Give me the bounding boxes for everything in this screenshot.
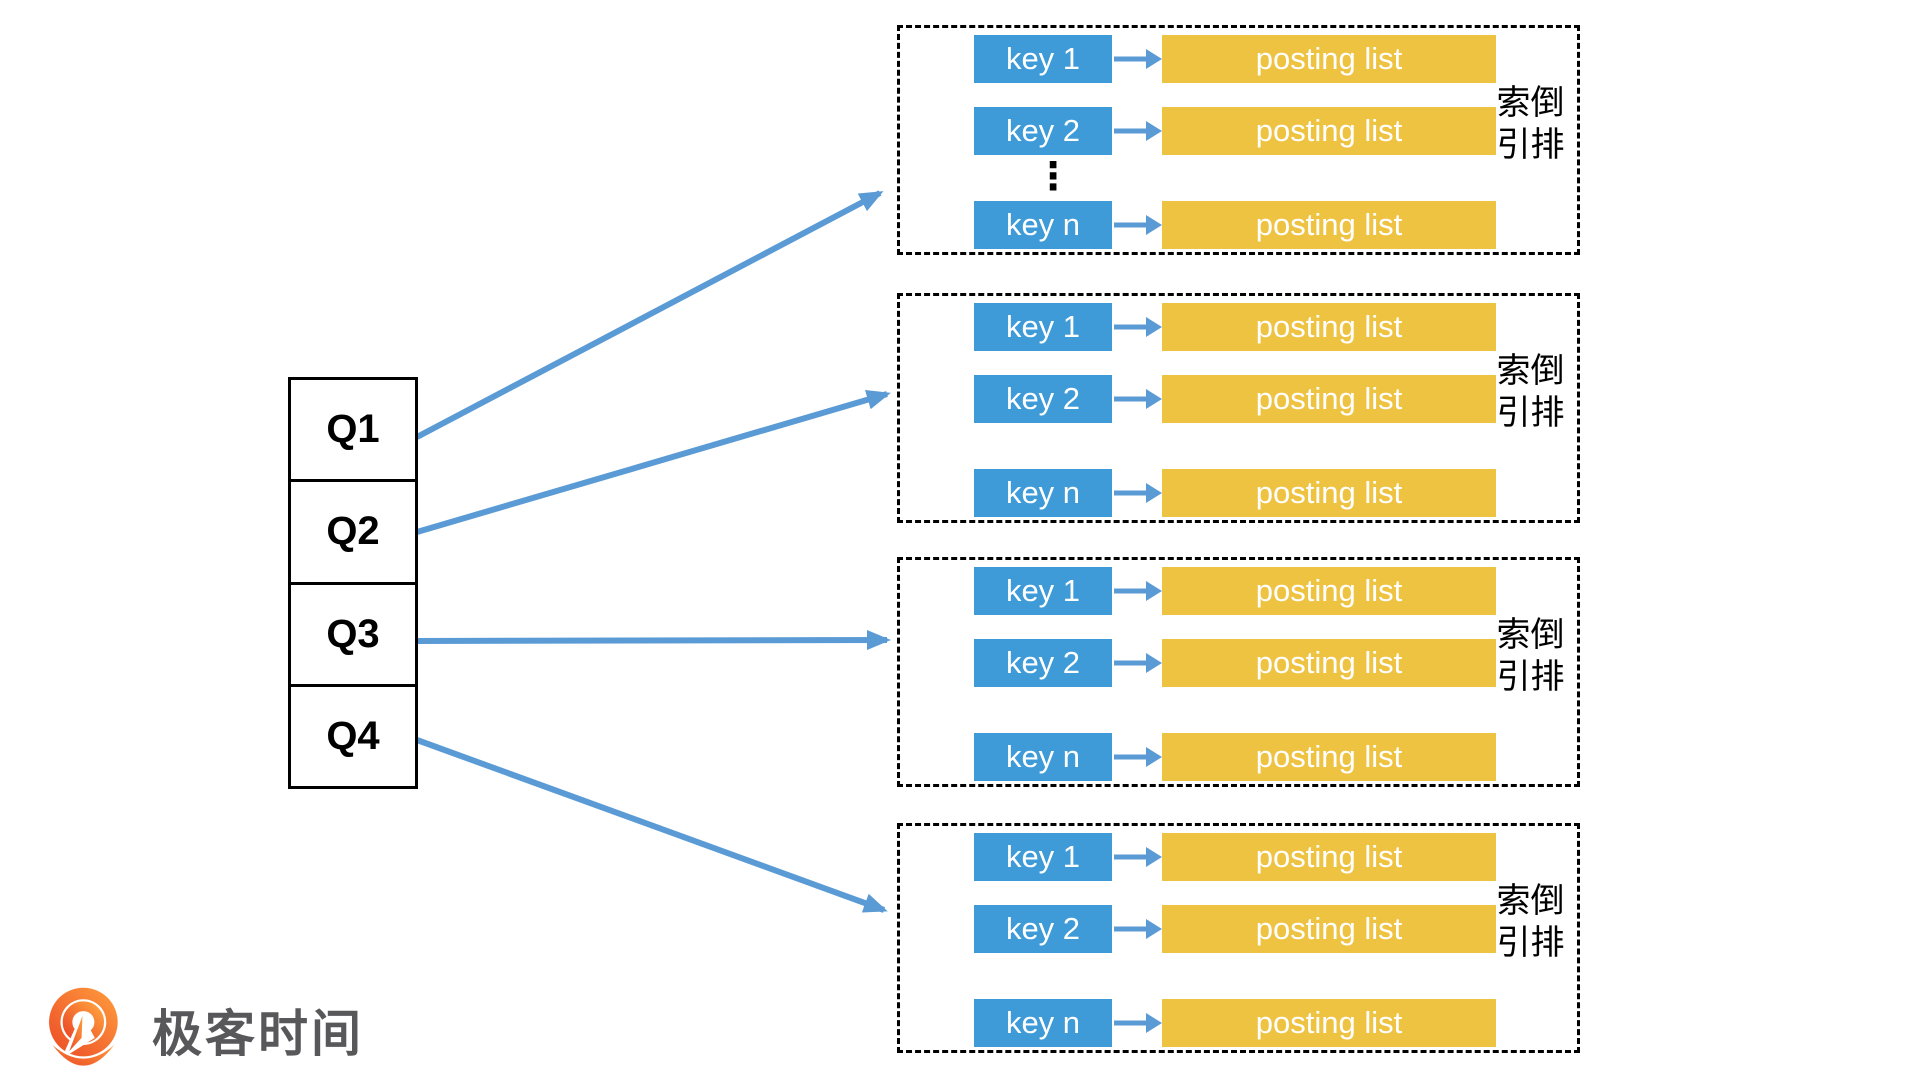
- query-cell-q1: Q1: [291, 380, 415, 483]
- posting-list-box: posting list: [1162, 567, 1496, 615]
- inverted-index-label: 倒排索引: [1491, 882, 1563, 966]
- inverted-index-label: 倒排索引: [1491, 352, 1563, 436]
- index-row: key n posting list: [974, 733, 1496, 781]
- index-row: key n posting list: [974, 469, 1496, 517]
- index-row: key 2 posting list: [974, 639, 1496, 687]
- key-box: key 1: [974, 833, 1112, 881]
- posting-list-box: posting list: [1162, 375, 1496, 423]
- key-box: key 1: [974, 35, 1112, 83]
- arrow-icon: [1114, 49, 1162, 69]
- index-row: key 2 posting list: [974, 375, 1496, 423]
- key-box: key n: [974, 999, 1112, 1047]
- posting-list-box: posting list: [1162, 639, 1496, 687]
- geektime-logo-text: 极客时间: [152, 1006, 364, 1062]
- geektime-pin-icon: [49, 987, 118, 1066]
- inverted-index-group-3: key 1 posting list key 2 posting list ke…: [897, 557, 1580, 787]
- arrow-icon: [1114, 747, 1162, 767]
- arrow-icon: [1114, 215, 1162, 235]
- index-row: key 1 posting list: [974, 303, 1496, 351]
- arrow-icon: [1114, 317, 1162, 337]
- index-row: key 2 posting list: [974, 905, 1496, 953]
- key-box: key n: [974, 469, 1112, 517]
- posting-list-box: posting list: [1162, 107, 1496, 155]
- key-box: key n: [974, 201, 1112, 249]
- arrow-icon: [1114, 121, 1162, 141]
- key-box: key 1: [974, 567, 1112, 615]
- key-box: key 2: [974, 639, 1112, 687]
- index-row: key n posting list: [974, 201, 1496, 249]
- query-table: Q1 Q2 Q3 Q4: [288, 377, 418, 789]
- posting-list-box: posting list: [1162, 905, 1496, 953]
- arrow-q1-to-index1: [415, 190, 884, 440]
- posting-list-box: posting list: [1162, 303, 1496, 351]
- posting-list-box: posting list: [1162, 999, 1496, 1047]
- query-cell-q4: Q4: [326, 713, 380, 758]
- key-box: key 2: [974, 107, 1112, 155]
- posting-list-box: posting list: [1162, 201, 1496, 249]
- arrow-q2-to-index2: [416, 390, 891, 535]
- arrow-icon: [1114, 389, 1162, 409]
- index-row: key 2 posting list: [974, 107, 1496, 155]
- posting-list-box: posting list: [1162, 35, 1496, 83]
- key-box: key n: [974, 733, 1112, 781]
- arrow-icon: [1114, 581, 1162, 601]
- inverted-index-group-2: key 1 posting list key 2 posting list ke…: [897, 293, 1580, 523]
- arrow-icon: [1114, 653, 1162, 673]
- posting-list-box: posting list: [1162, 733, 1496, 781]
- arrow-icon: [1114, 847, 1162, 867]
- query-cell-q3: Q3: [291, 585, 415, 687]
- key-box: key 2: [974, 905, 1112, 953]
- inverted-index-group-1: key 1 posting list key 2 posting list ⋮ …: [897, 25, 1580, 255]
- key-box: key 2: [974, 375, 1112, 423]
- query-cell-q2: Q2: [291, 482, 415, 585]
- geektime-logo: 极客时间: [42, 984, 364, 1076]
- index-row: key 1 posting list: [974, 833, 1496, 881]
- arrow-q4-to-index4: [415, 737, 888, 913]
- inverted-index-label: 倒排索引: [1491, 84, 1563, 168]
- arrow-icon: [1114, 919, 1162, 939]
- key-box: key 1: [974, 303, 1112, 351]
- index-row: key n posting list: [974, 999, 1496, 1047]
- index-row: key 1 posting list: [974, 567, 1496, 615]
- posting-list-box: posting list: [1162, 833, 1496, 881]
- index-row: key 1 posting list: [974, 35, 1496, 83]
- posting-list-box: posting list: [1162, 469, 1496, 517]
- arrow-icon: [1114, 1013, 1162, 1033]
- inverted-index-group-4: key 1 posting list key 2 posting list ke…: [897, 823, 1580, 1053]
- arrow-icon: [1114, 483, 1162, 503]
- inverted-index-label: 倒排索引: [1491, 616, 1563, 700]
- arrow-q3-to-index3: [416, 630, 891, 651]
- vertical-ellipsis: ⋮: [1034, 156, 1072, 198]
